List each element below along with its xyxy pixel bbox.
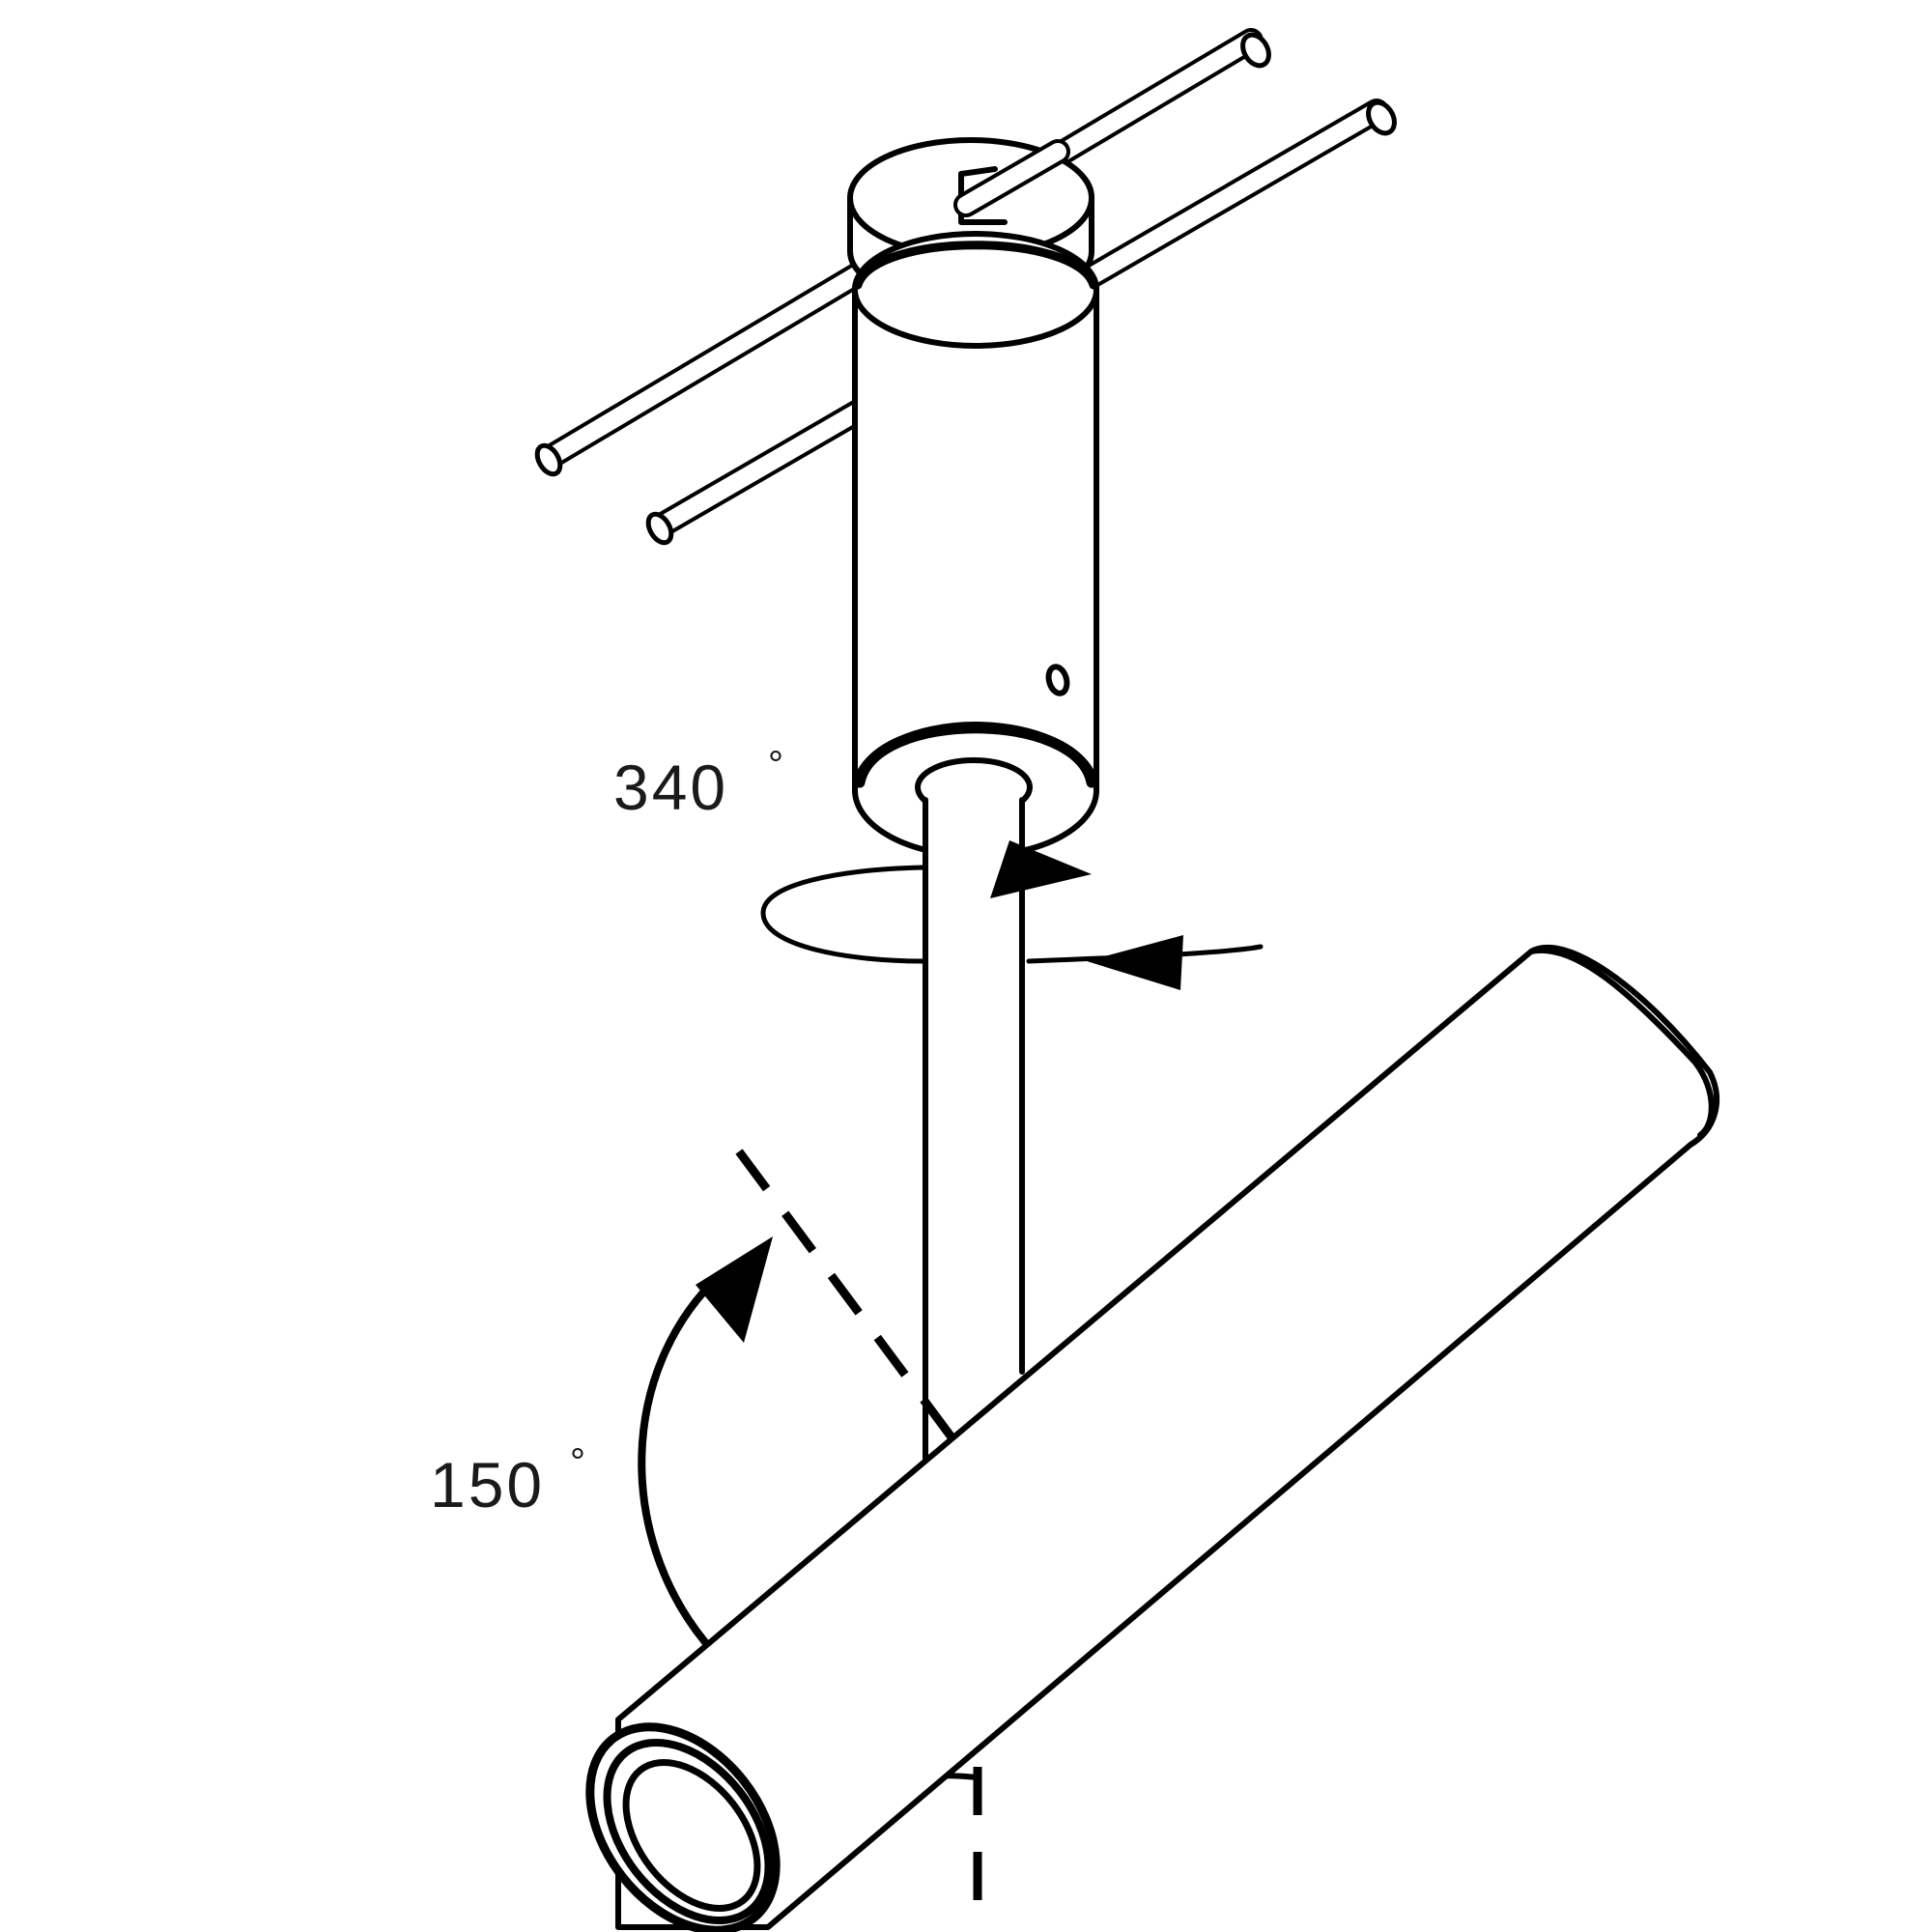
rotation-arrow xyxy=(760,840,1264,990)
angle-labels: 340 ° 150 ° xyxy=(430,744,783,1520)
tilt-arrow xyxy=(638,1236,773,1646)
lamp-tube xyxy=(585,944,1720,1932)
arrowhead-right xyxy=(1087,935,1183,990)
tilt-angle-degree: ° xyxy=(570,1441,585,1484)
tilt-angle-label: 150 xyxy=(430,1449,545,1520)
adapter-body xyxy=(852,231,1099,859)
arrowhead-tilt xyxy=(696,1236,773,1343)
arrowhead-top xyxy=(990,840,1092,898)
rotation-angle-label: 340 xyxy=(613,752,728,823)
rotation-angle-degree: ° xyxy=(768,744,783,786)
stem xyxy=(923,797,1025,1466)
